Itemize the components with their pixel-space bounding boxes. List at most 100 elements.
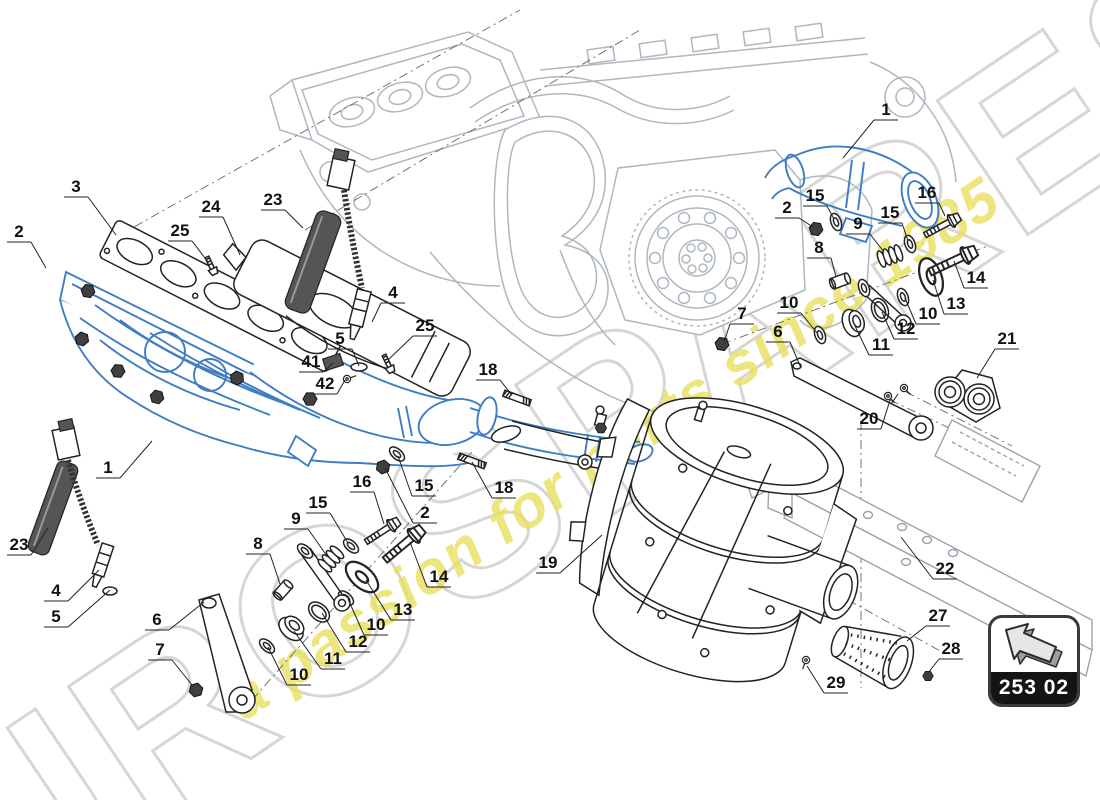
- callout-24[interactable]: 24: [199, 197, 241, 256]
- callout-9[interactable]: 9: [846, 214, 885, 253]
- svg-text:2: 2: [782, 198, 791, 217]
- callout-16[interactable]: 16: [350, 472, 385, 525]
- svg-text:8: 8: [814, 238, 823, 257]
- svg-text:29: 29: [827, 673, 846, 692]
- svg-text:4: 4: [51, 581, 61, 600]
- svg-text:24: 24: [202, 197, 221, 216]
- callout-25[interactable]: 25: [387, 316, 437, 361]
- svg-text:8: 8: [253, 534, 262, 553]
- lambda-sensor-lower: [51, 417, 118, 596]
- callout-3[interactable]: 3: [64, 177, 117, 236]
- svg-text:18: 18: [495, 478, 514, 497]
- svg-text:13: 13: [947, 294, 966, 313]
- callout-27[interactable]: 27: [906, 606, 950, 642]
- callout-41[interactable]: 41: [299, 352, 334, 373]
- muffler-outlet: [748, 534, 859, 620]
- svg-text:6: 6: [773, 322, 782, 341]
- svg-text:22: 22: [936, 559, 955, 578]
- callout-14[interactable]: 14: [409, 541, 451, 588]
- callout-13[interactable]: 13: [365, 579, 415, 621]
- callout-18[interactable]: 18: [471, 461, 516, 499]
- callout-15[interactable]: 15: [803, 186, 835, 220]
- callout-8[interactable]: 8: [246, 534, 281, 585]
- callout-12[interactable]: 12: [321, 612, 370, 653]
- callout-10[interactable]: 10: [904, 297, 940, 325]
- svg-text:25: 25: [416, 316, 435, 335]
- svg-text:1: 1: [103, 458, 112, 477]
- callout-8[interactable]: 8: [807, 238, 837, 278]
- callout-11[interactable]: 11: [293, 630, 345, 670]
- callout-23[interactable]: 23: [261, 190, 304, 229]
- center-catalyst: [490, 405, 608, 470]
- callout-23[interactable]: 23: [7, 527, 49, 556]
- callout-1[interactable]: 1: [842, 100, 898, 159]
- exhaust-manifold-catalyst: [58, 270, 654, 468]
- callout-14[interactable]: 14: [953, 260, 988, 289]
- svg-text:1: 1: [881, 100, 890, 119]
- svg-text:28: 28: [942, 639, 961, 658]
- callout-1[interactable]: 1: [96, 440, 153, 479]
- callout-18[interactable]: 18: [476, 360, 512, 395]
- callout-15[interactable]: 15: [878, 203, 909, 242]
- svg-text:4: 4: [388, 283, 398, 302]
- svg-text:15: 15: [806, 186, 825, 205]
- callout-5[interactable]: 5: [44, 589, 111, 628]
- callout-4[interactable]: 4: [44, 569, 100, 602]
- svg-text:21: 21: [998, 329, 1017, 348]
- callout-15[interactable]: 15: [306, 493, 349, 544]
- callout-13[interactable]: 13: [932, 279, 968, 315]
- svg-text:20: 20: [860, 409, 879, 428]
- exhaust-cone: [798, 625, 934, 690]
- callout-2[interactable]: 2: [7, 222, 47, 269]
- callout-29[interactable]: 29: [806, 665, 848, 694]
- part-group-code: 253 02: [991, 672, 1077, 704]
- svg-text:10: 10: [919, 304, 938, 323]
- callout-2[interactable]: 2: [384, 467, 437, 524]
- svg-text:16: 16: [353, 472, 372, 491]
- callout-6[interactable]: 6: [766, 322, 802, 369]
- callout-25[interactable]: 25: [168, 221, 209, 263]
- callout-10[interactable]: 10: [267, 646, 311, 686]
- svg-text:11: 11: [872, 335, 890, 354]
- hardware-cluster-right: [713, 209, 981, 441]
- callout-11[interactable]: 11: [854, 325, 893, 356]
- callout-28[interactable]: 28: [927, 639, 963, 674]
- callout-20[interactable]: 20: [857, 399, 891, 430]
- muffler: [568, 397, 858, 683]
- callout-4[interactable]: 4: [371, 283, 405, 323]
- engine-line-art: [269, 22, 957, 420]
- callout-7[interactable]: 7: [148, 640, 193, 686]
- svg-text:6: 6: [152, 610, 161, 629]
- svg-text:23: 23: [264, 190, 283, 209]
- callout-16[interactable]: 16: [915, 183, 946, 217]
- svg-text:41: 41: [302, 352, 321, 371]
- svg-text:10: 10: [780, 293, 799, 312]
- heat-strip-lower: [27, 460, 79, 556]
- callout-15[interactable]: 15: [397, 455, 436, 497]
- callout-19[interactable]: 19: [536, 534, 603, 574]
- hardware-cluster-left: [187, 389, 533, 714]
- callout-21[interactable]: 21: [976, 329, 1019, 379]
- lambda-sensor-upper: [326, 147, 373, 372]
- callout-9[interactable]: 9: [284, 509, 328, 557]
- svg-text:27: 27: [929, 606, 948, 625]
- callout-10[interactable]: 10: [777, 293, 818, 334]
- svg-text:3: 3: [71, 177, 80, 196]
- svg-text:14: 14: [430, 567, 449, 586]
- callout-6[interactable]: 6: [145, 601, 205, 631]
- callout-10[interactable]: 10: [347, 598, 388, 636]
- svg-text:2: 2: [420, 503, 429, 522]
- svg-text:15: 15: [309, 493, 328, 512]
- callout-42[interactable]: 42: [313, 374, 346, 395]
- svg-text:7: 7: [737, 304, 746, 323]
- callout-5[interactable]: 5: [328, 329, 360, 367]
- callout-7[interactable]: 7: [723, 304, 754, 343]
- svg-text:42: 42: [316, 374, 335, 393]
- svg-text:9: 9: [853, 214, 862, 233]
- callout-2[interactable]: 2: [775, 198, 814, 228]
- callout-12[interactable]: 12: [881, 311, 918, 340]
- callout-22[interactable]: 22: [900, 536, 957, 580]
- sensor-fixings: [202, 254, 397, 385]
